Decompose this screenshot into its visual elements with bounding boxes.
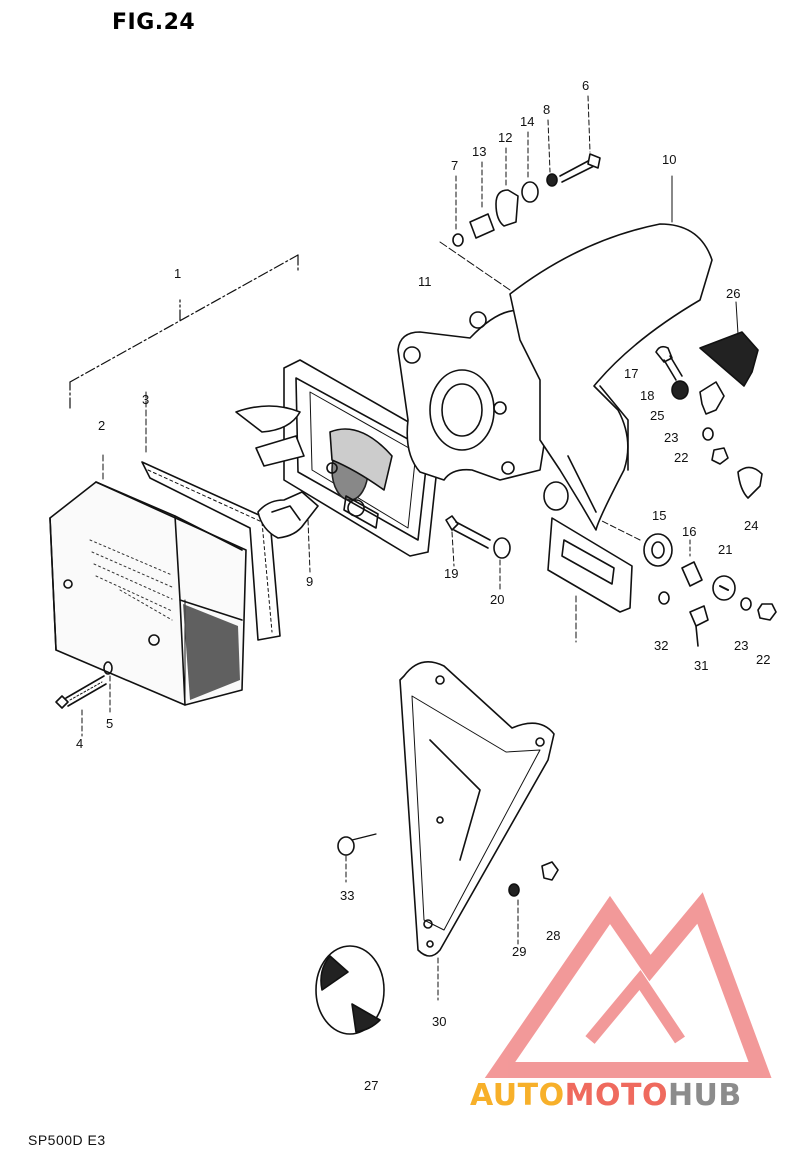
callout-labels: 1 2 3 4 5 6 7 8 9 10 11 12 13 14 15 16 1…	[76, 78, 770, 1093]
bolt-19	[445, 515, 511, 591]
callout-9: 9	[306, 574, 313, 589]
upper-small-parts	[655, 301, 763, 499]
callout-17: 17	[624, 366, 638, 381]
callout-23b: 23	[734, 638, 748, 653]
callout-24: 24	[744, 518, 758, 533]
callout-25: 25	[650, 408, 664, 423]
callout-4: 4	[76, 736, 83, 751]
license-plate-holder	[399, 660, 555, 1001]
callout-19: 19	[444, 566, 458, 581]
callout-2: 2	[98, 418, 105, 433]
callout-23a: 23	[664, 430, 678, 445]
grommet-collar-set	[599, 519, 736, 601]
callout-22a: 22	[674, 450, 688, 465]
callout-31: 31	[694, 658, 708, 673]
callout-12: 12	[498, 130, 512, 145]
callout-6: 6	[582, 78, 589, 93]
automotohub-watermark: AUTOMOTOHUB	[470, 1078, 742, 1113]
automotohub-logo-icon	[484, 892, 772, 1078]
bulb	[257, 491, 319, 573]
callout-13: 13	[472, 144, 486, 159]
callout-15: 15	[652, 508, 666, 523]
callout-3: 3	[142, 392, 149, 407]
bolt-31-set	[658, 591, 777, 647]
callout-26: 26	[726, 286, 740, 301]
callout-14: 14	[520, 114, 534, 129]
callout-32: 32	[654, 638, 668, 653]
assembly-bracket-line	[69, 254, 299, 409]
callout-8: 8	[543, 102, 550, 117]
lower-small-parts	[337, 833, 559, 945]
bolt-4	[55, 661, 113, 737]
reflector	[315, 945, 385, 1035]
lamp-housing	[235, 359, 441, 557]
callout-5: 5	[106, 716, 113, 731]
mounting-stay	[543, 481, 633, 643]
callout-7: 7	[451, 158, 458, 173]
callout-22b: 22	[756, 652, 770, 667]
callout-27: 27	[364, 1078, 378, 1093]
callout-30: 30	[432, 1014, 446, 1029]
callout-29: 29	[512, 944, 526, 959]
taillight-lens	[49, 454, 247, 706]
fig-title: FIG.24	[112, 10, 196, 35]
callout-1: 1	[174, 266, 181, 281]
callout-18: 18	[640, 388, 654, 403]
fastener-stack	[452, 95, 601, 247]
footer-model-code: SP500D E3	[28, 1132, 106, 1148]
watermark-auto: AUTO	[470, 1078, 565, 1113]
watermark-hub: HUB	[667, 1078, 742, 1113]
callout-28: 28	[546, 928, 560, 943]
watermark-moto: MOTO	[564, 1078, 668, 1113]
callout-16: 16	[682, 524, 696, 539]
callout-20: 20	[490, 592, 504, 607]
callout-10: 10	[662, 152, 676, 167]
callout-21: 21	[718, 542, 732, 557]
callout-33: 33	[340, 888, 354, 903]
rear-fender	[439, 175, 713, 531]
callout-11: 11	[418, 274, 432, 289]
